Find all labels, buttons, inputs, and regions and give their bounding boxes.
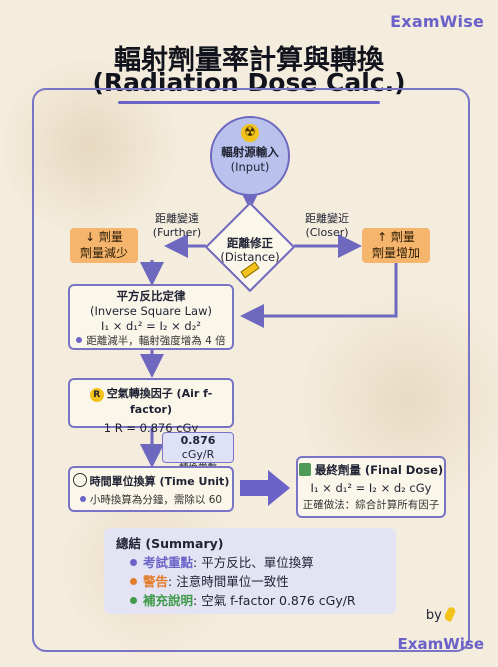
time-unit-box: 時間單位換算 (Time Unit) 小時換算為分鐘，需除以 60: [68, 466, 234, 512]
final-title: 最終劑量 (Final Dose): [314, 463, 444, 477]
distance-title: 距離修正: [227, 236, 273, 250]
summary-item: 考試重點: 平方反比、單位換算: [116, 553, 384, 572]
page-title: 輻射劑量率計算與轉換: [114, 45, 384, 76]
summary-item: 警告: 注意時間單位一致性: [116, 572, 384, 591]
constant-unit: cGy/R: [181, 448, 215, 461]
constant-box: 0.876 cGy/R 轉換常數: [162, 432, 234, 474]
final-dose-box: 最終劑量 (Final Dose) I₁ × d₁² = I₂ × d₂ cGy…: [296, 456, 446, 518]
clock-icon: [72, 473, 87, 487]
brand-logo: ExamWise: [390, 12, 484, 31]
further-label: 距離變遠(Further): [152, 212, 202, 239]
conversion-icon: R: [89, 388, 104, 402]
summary-title: 總結 (Summary): [116, 536, 224, 551]
input-node: ☢ 輻射源輸入 (Input): [210, 116, 290, 196]
time-note: 小時換算為分鐘，需除以 60: [89, 494, 223, 506]
isl-title: 平方反比定律: [116, 289, 186, 303]
summary-item: 補充說明: 空氣 f-factor 0.876 cGy/R: [116, 591, 384, 610]
diagram-frame: [32, 88, 470, 652]
air-value: 1 R = 0.876 cGy: [103, 421, 199, 435]
isl-note: 距離減半，輻射強度增為 4 倍: [86, 335, 226, 347]
page-subtitle: (Radiation Dose Calc.): [92, 68, 406, 97]
final-note: 正確做法：綜合計算所有因子: [302, 499, 440, 511]
brand-footer: ExamWise: [397, 635, 484, 653]
input-subtitle: (Input): [230, 160, 270, 174]
increase-badge: ↑ 劑量劑量增加: [362, 228, 430, 263]
inverse-square-law-box: 平方反比定律 (Inverse Square Law) I₁ × d₁² = I…: [68, 284, 234, 350]
distance-node: 距離修正 (Distance): [204, 201, 296, 293]
isl-subtitle: (Inverse Square Law): [90, 304, 212, 318]
title-underline: [118, 101, 380, 104]
air-title: 空氣轉換因子 (Air f-factor): [106, 387, 213, 416]
calculator-icon: [298, 463, 311, 476]
final-formula: I₁ × d₁² = I₂ × d₂ cGy: [310, 481, 432, 495]
isl-formula: I₁ × d₁² = I₂ × d₂²: [101, 319, 201, 333]
distance-subtitle: (Distance): [220, 250, 280, 264]
decrease-badge: ↓ 劑量劑量減少: [70, 228, 138, 263]
summary-box: 總結 (Summary) 考試重點: 平方反比、單位換算 警告: 注意時間單位一…: [104, 528, 396, 614]
constant-value: 0.876: [180, 434, 216, 447]
byline: by: [426, 605, 457, 623]
radiation-icon: ☢: [241, 124, 259, 142]
closer-label: 距離變近(Closer): [305, 212, 349, 239]
time-title: 時間單位換算 (Time Unit): [89, 475, 230, 488]
input-title: 輻射源輸入: [221, 145, 279, 159]
